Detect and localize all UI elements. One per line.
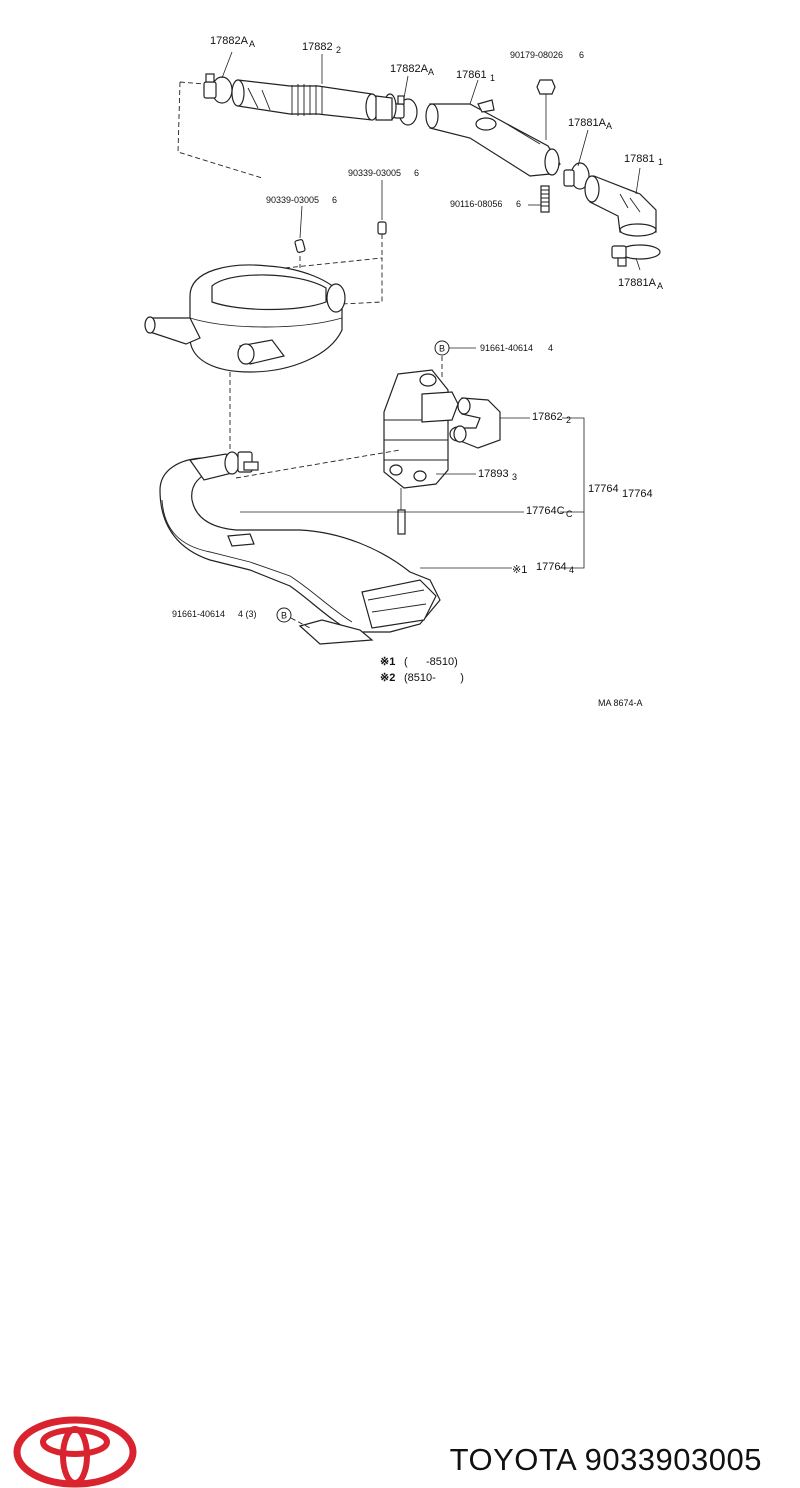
label-17861-suffix: 1 — [490, 73, 495, 83]
air-cleaner-case — [144, 264, 346, 373]
nut-90179 — [536, 79, 556, 140]
group-bracket — [560, 417, 585, 569]
b-marker-bottom: B — [276, 607, 292, 623]
assembly-bracket-line — [284, 257, 383, 305]
label-90179: 90179-08026 — [510, 50, 563, 60]
label-17862: 17862 — [532, 411, 563, 423]
label-17764-group: 17764 — [588, 483, 619, 495]
air-duct-17764 — [159, 457, 441, 645]
hose-clamp-17881a-bottom — [611, 244, 661, 267]
label-17882a-mid: 17882A — [390, 63, 429, 75]
label-90116-qty: 6 — [516, 199, 521, 209]
label-91661-bottom-qty: 4 (3) — [238, 609, 257, 619]
label-17764-star-suffix: 4 — [569, 565, 574, 575]
label-17893-suffix: 3 — [512, 472, 517, 482]
label-91661-top-qty: 4 — [548, 343, 553, 353]
clip-90339-b — [377, 221, 387, 235]
label-17764-main: 17764 — [622, 488, 653, 500]
note-1-text: ( -8510) — [404, 656, 458, 668]
label-17882a-top-left-suffix: A — [249, 39, 255, 49]
label-90339-b: 90339-03005 — [348, 168, 401, 178]
assembly-bracket-line — [177, 81, 263, 179]
label-17881a-bottom-suffix: A — [657, 281, 663, 291]
hose-clamp-17881a-top — [563, 162, 590, 190]
label-90339-a: 90339-03005 — [266, 195, 319, 205]
label-90339-b-qty: 6 — [414, 168, 419, 178]
label-17881a-bottom: 17881A — [618, 277, 657, 289]
label-17862-suffix: 2 — [566, 415, 571, 425]
assembly-bracket-line — [290, 617, 311, 629]
clip-90339-a — [294, 239, 306, 253]
duct-inlet-hose — [188, 451, 259, 481]
leader-line — [221, 51, 233, 79]
brand-part-number: TOYOTA 9033903005 — [449, 1442, 762, 1477]
leader-line — [299, 205, 303, 239]
label-90339-a-qty: 6 — [332, 195, 337, 205]
hose-clamp-left — [203, 73, 233, 104]
label-17882-suffix: 2 — [336, 45, 341, 55]
b-marker-top: B — [434, 340, 450, 356]
note-2-mark: ※2 — [380, 672, 395, 684]
diagram-canvas: B — [144, 35, 663, 708]
assembly-bracket-line — [235, 449, 401, 479]
diagram-code: MA 8674-A — [598, 698, 643, 708]
hose-17862 — [453, 397, 501, 449]
label-17881: 17881 — [624, 153, 655, 165]
label-17861: 17861 — [456, 69, 487, 81]
hose-clamp-mid — [375, 93, 418, 126]
bolt-under-resonator — [397, 488, 406, 535]
label-17764-star: ※1 — [512, 564, 527, 576]
b-marker-bottom-text: B — [281, 611, 287, 621]
label-17881-suffix: 1 — [658, 157, 663, 167]
leader-line — [469, 79, 479, 105]
parts-diagram: B — [144, 35, 663, 708]
leader-line — [403, 75, 409, 99]
label-91661-bottom: 91661-40614 — [172, 609, 225, 619]
air-hose-17882 — [231, 79, 379, 121]
label-17764-star-num: 17764 — [536, 561, 567, 573]
label-17893: 17893 — [478, 468, 509, 480]
toyota-logo-icon — [13, 1416, 137, 1488]
note-2-text: (8510- ) — [404, 672, 464, 684]
label-17881a-top-suffix: A — [606, 121, 612, 131]
note-1-mark: ※1 — [380, 656, 395, 668]
leader-line — [635, 257, 641, 271]
label-17882a-mid-suffix: A — [428, 67, 434, 77]
stud-90116 — [540, 185, 550, 213]
label-17882a-top-left: 17882A — [210, 35, 249, 47]
label-17882: 17882 — [302, 41, 333, 53]
label-17764c: 17764C — [526, 505, 565, 517]
elbow-hose-17881 — [584, 175, 657, 237]
leader-line — [635, 167, 641, 195]
b-marker-top-text: B — [439, 344, 445, 354]
assembly-bracket-line — [179, 81, 206, 85]
leader-line — [577, 129, 589, 167]
label-90179-qty: 6 — [579, 50, 584, 60]
label-17764c-suffix: C — [566, 509, 573, 519]
label-91661-top: 91661-40614 — [480, 343, 533, 353]
label-17881a-top: 17881A — [568, 117, 607, 129]
label-90116: 90116-08056 — [450, 199, 502, 209]
footer: TOYOTA 9033903005 — [0, 700, 800, 1488]
air-pipe-17861 — [425, 99, 561, 177]
resonator-17893 — [383, 369, 467, 489]
